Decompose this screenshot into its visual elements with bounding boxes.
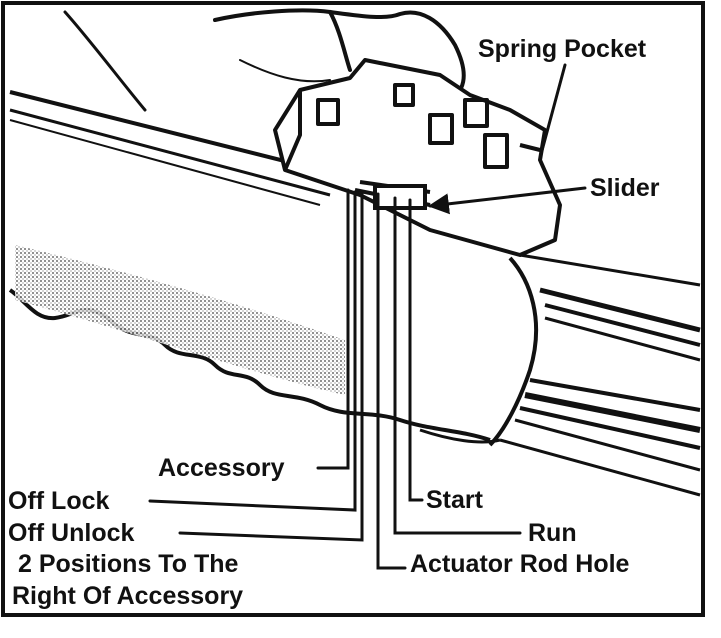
- switch-housing: [273, 58, 562, 257]
- leader-lines: [148, 63, 587, 570]
- label-spring-pocket: Spring Pocket: [478, 35, 647, 63]
- label-actuator-rod-hole: Actuator Rod Hole: [410, 550, 630, 578]
- label-off-unlock: Off Unlock: [8, 519, 134, 547]
- label-two-positions-line1: 2 Positions To The: [18, 550, 238, 578]
- label-start: Start: [426, 486, 484, 514]
- frame-border: [1, 1, 705, 617]
- label-run: Run: [528, 519, 577, 547]
- slider-slot: [354, 180, 431, 210]
- label-slider: Slider: [590, 174, 660, 202]
- label-accessory: Accessory: [158, 454, 285, 482]
- label-two-positions-line2: Right Of Accessory: [12, 582, 243, 610]
- steering-column: [8, 90, 701, 497]
- label-off-lock: Off Lock: [8, 487, 109, 515]
